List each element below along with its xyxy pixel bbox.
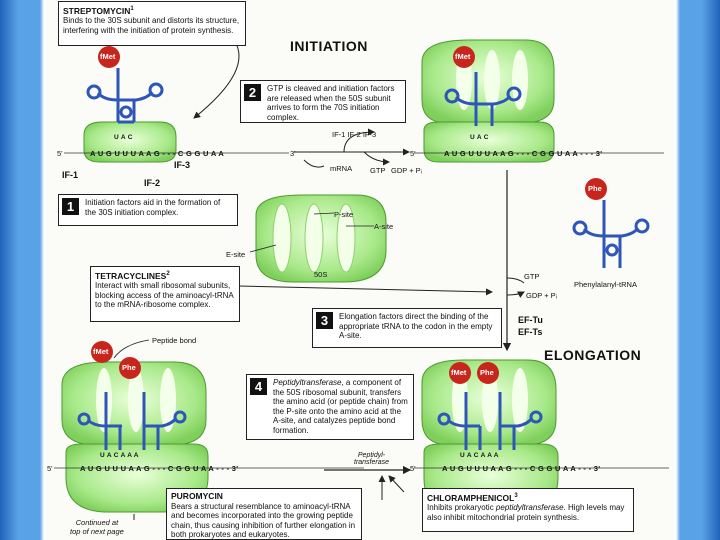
chloramphenicol-text: . High levels may also inhibit mitochond… [427, 503, 625, 522]
phe-ball-free [585, 178, 607, 200]
chloramphenicol-title: CHLORAMPHENICOL [427, 492, 515, 503]
fmet-ball-1 [98, 46, 120, 68]
chloramphenicol-box: CHLORAMPHENICOL3 Inhibits prokaryotic pe… [422, 488, 634, 532]
peptide-bond-label: Peptide bond [152, 336, 197, 345]
if-release-label: IF-1 IF-2 IF-3 [332, 130, 377, 139]
fmet-ball-4 [449, 362, 471, 384]
phe-ball-4 [477, 362, 499, 384]
gtp-label-2: GTP [524, 272, 540, 281]
anticodon-4: U A C A A A [460, 452, 499, 459]
phe-label-free: Phe [588, 184, 602, 193]
chloramphenicol-arrow [388, 475, 405, 493]
fmet-ball-2 [453, 46, 475, 68]
step-3-box: 3 Elongation factors direct the binding … [312, 308, 502, 348]
five-prime-4: 5' [410, 464, 416, 473]
if3-label: IF-3 [174, 160, 191, 170]
step-4-number: 4 [250, 378, 267, 395]
figure-panel: INITIATION ELONGATION STREPTOMYCIN1 Bind… [44, 0, 676, 540]
anticodon-3: U A C A A A [100, 452, 139, 459]
50s-label: 50S [314, 270, 328, 279]
phenylalanyl-trna-label: Phenylalanyl-tRNA [574, 280, 637, 289]
sequence-3: A U G U U U A A G - - - C G G U A A - - … [80, 464, 239, 473]
gdp-label-1: GDP + Pᵢ [391, 166, 422, 175]
fmet-ball-3 [91, 341, 113, 363]
ef-tu-label: EF-Tu [518, 315, 543, 325]
trna-phenylalanyl [572, 200, 650, 268]
five-prime-3: 5' [47, 464, 53, 473]
ribosome-70s-sites [255, 194, 387, 283]
streptomycin-text: Binds to the 30S subunit and distorts it… [63, 16, 240, 35]
step-2-number: 2 [244, 84, 261, 101]
step-2-box: 2 GTP is cleaved and initiation factors … [240, 80, 406, 123]
tetracyclines-box: TETRACYCLINES2 Interact with small ribos… [90, 266, 240, 322]
streptomycin-box: STREPTOMYCIN1 Binds to the 30S subunit a… [58, 1, 246, 46]
trna-pair-2 [437, 392, 543, 450]
step-3-number: 3 [316, 312, 333, 329]
e-site-label: E-site [226, 250, 246, 259]
phe-ball-3 [119, 357, 141, 379]
puromycin-title: PUROMYCIN [171, 491, 223, 501]
tetracyclines-title: TETRACYCLINES [95, 270, 167, 281]
five-prime-1: 5' [57, 149, 63, 158]
fmet-label-2: fMet [455, 52, 471, 61]
trna-fmet-2 [444, 72, 522, 126]
peptidyl-transferase-label: Peptidyl- transferase [354, 452, 390, 466]
step-4-text: , a component of the 50S ribosomal subun… [273, 378, 408, 435]
a-site-label: A-site [374, 222, 394, 231]
anticodon-1: U A C [114, 134, 133, 141]
title-elongation: ELONGATION [544, 347, 642, 363]
ribosome-70s-initiation [421, 39, 555, 163]
fmet-label-3: fMet [93, 347, 109, 356]
three-prime-1: 3' [290, 149, 296, 158]
streptomycin-title: STREPTOMYCIN [63, 5, 131, 16]
continued-label: Continued at top of next page [70, 518, 124, 536]
ef-ts-label: EF-Ts [518, 327, 543, 337]
ribosome-30s-initiation [83, 121, 177, 163]
puromycin-text: Bears a structural resemblance to aminoa… [171, 501, 356, 540]
step-1-text: Initiation factors aid in the formation … [85, 198, 221, 217]
sequence-2: A U G U U U A A G - - - C G G U A A - - … [444, 149, 603, 158]
streptomycin-arrow [193, 39, 240, 119]
step-3-text: Elongation factors direct the binding of… [339, 312, 493, 340]
step-1-box: 1 Initiation factors aid in the formatio… [58, 194, 238, 226]
sequence-4: A U G U U U A A G - - - C G G U A A - - … [442, 464, 601, 473]
p-site-label: P-site [334, 210, 354, 219]
gtp-label-1: GTP [370, 166, 386, 175]
five-prime-2: 5' [410, 149, 416, 158]
if2-label: IF-2 [144, 178, 161, 188]
trna-fmet-1 [86, 68, 164, 124]
fmet-label-1: fMet [100, 52, 116, 61]
tetracyclines-text: Interact with small ribosomal subunits, … [95, 281, 234, 310]
puromycin-box: PUROMYCIN Bears a structural resemblance… [166, 488, 362, 540]
tetracycline-arrow [238, 285, 493, 296]
gdp-label-2: GDP + Pᵢ [526, 291, 557, 300]
phe-label-4: Phe [480, 368, 494, 377]
if1-label: IF-1 [62, 170, 79, 180]
fmet-label-4: fMet [451, 368, 467, 377]
step-1-number: 1 [62, 198, 79, 215]
trna-pair-1 [77, 392, 187, 450]
anticodon-2: U A C [470, 134, 489, 141]
phe-label-3: Phe [122, 363, 136, 372]
step-4-box: 4 Peptidyltransferase, a component of th… [246, 374, 414, 440]
mrna-label: mRNA [330, 164, 353, 173]
sequence-1: A U G U U U A A G - - - C G G U A A [90, 149, 225, 158]
title-initiation: INITIATION [290, 38, 368, 54]
step-2-text: GTP is cleaved and initiation factors ar… [267, 84, 395, 122]
